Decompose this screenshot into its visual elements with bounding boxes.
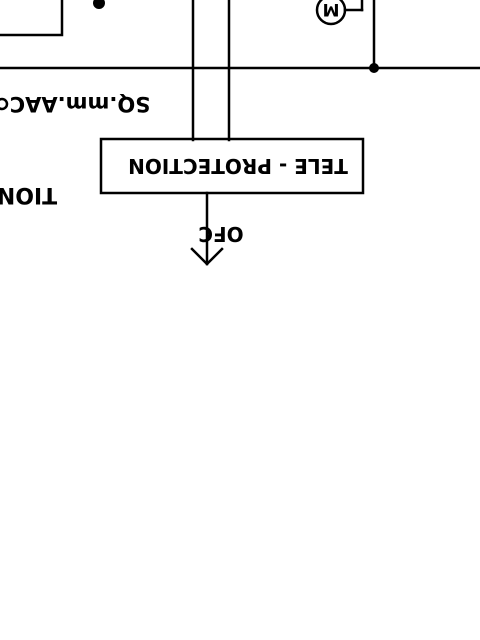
conductor-spec-fragment <box>0 97 9 111</box>
motor-circle <box>315 0 347 26</box>
ofc-arrow-icon <box>190 247 224 266</box>
junction-dot-bus <box>369 63 379 73</box>
partial-box-left <box>0 0 64 37</box>
motor-symbol-text: M <box>323 0 340 19</box>
cut-text: TION <box>0 182 57 207</box>
ofc-label: OFC <box>198 222 243 246</box>
junction-dot-top <box>93 0 105 9</box>
conductor-spec-text: SQ.mm.AAC <box>10 92 151 116</box>
tele-protection-label: TELE - PROTECTION <box>128 154 348 178</box>
tele-protection-box <box>99 137 365 195</box>
